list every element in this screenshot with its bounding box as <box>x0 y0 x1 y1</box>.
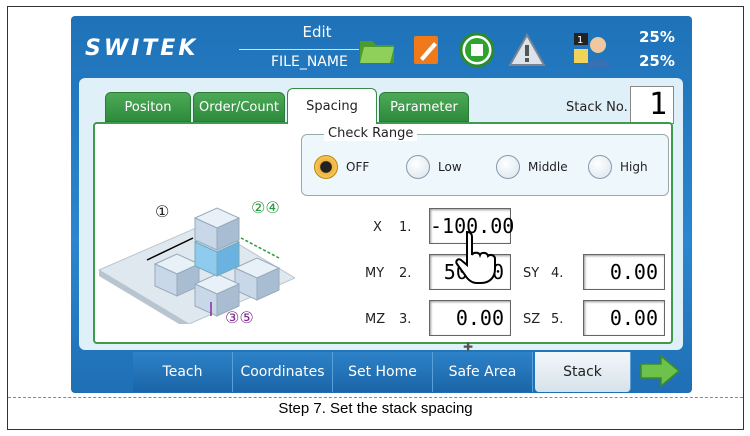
stack-no-label: Stack No. <box>566 100 628 115</box>
move-cursor-icon: ✚ <box>463 340 474 354</box>
mode-title: Edit <box>302 23 332 41</box>
file-name: FILE_NAME <box>271 54 348 70</box>
hand-pointer-icon <box>455 230 496 284</box>
document-frame: SWITEK Edit FILE_NAME 1 25% 25% Positon … <box>7 6 744 430</box>
next-button[interactable] <box>639 354 681 392</box>
bottom-tab-stack[interactable]: Stack <box>535 352 631 392</box>
radio-off-dot <box>314 155 338 179</box>
percent-top: 25% <box>639 28 675 46</box>
edit-button[interactable] <box>407 30 447 70</box>
my-num-label: 2. <box>399 266 412 281</box>
tab-spacing[interactable]: Spacing <box>287 88 377 124</box>
stack-no-field[interactable]: 1 <box>630 86 674 124</box>
tab-parameter[interactable]: Parameter <box>379 92 469 122</box>
stack-spacing-diagram <box>97 207 295 324</box>
mz-spacing-field[interactable]: 0.00 <box>429 300 511 336</box>
svg-text:1: 1 <box>577 35 583 46</box>
my-axis-label: MY <box>365 266 385 281</box>
hmi-screen: SWITEK Edit FILE_NAME 1 25% 25% Positon … <box>71 16 692 393</box>
sy-axis-label: SY <box>523 266 540 281</box>
spacing-content: Check Range OFF Low Middle <box>93 122 673 354</box>
radio-low-dot <box>406 155 430 179</box>
warning-icon <box>508 32 546 66</box>
mz-axis-label: MZ <box>365 312 386 327</box>
radio-high[interactable]: High <box>588 155 648 179</box>
sy-num-label: 4. <box>551 266 564 281</box>
stop-button[interactable] <box>457 30 497 70</box>
percent-bottom: 25% <box>639 52 675 70</box>
brand-logo: SWITEK <box>85 36 199 61</box>
stop-icon <box>459 32 495 68</box>
bottom-tab-coordinates[interactable]: Coordinates <box>233 352 333 392</box>
user-button[interactable]: 1 <box>571 30 611 70</box>
title-divider <box>239 49 359 50</box>
label-spacing-2-4: ②④ <box>251 198 280 217</box>
radio-high-label: High <box>620 160 648 174</box>
x-num-label: 1. <box>399 220 412 235</box>
tab-order-count[interactable]: Order/Count <box>193 92 285 122</box>
cube-group <box>153 207 281 317</box>
check-range-title: Check Range <box>324 126 418 141</box>
radio-low[interactable]: Low <box>406 155 462 179</box>
step-caption: Step 7. Set the stack spacing <box>278 400 473 417</box>
radio-middle-label: Middle <box>528 160 568 174</box>
main-panel: Positon Order/Count Spacing Parameter St… <box>79 78 683 354</box>
sy-spacing-field[interactable]: 0.00 <box>583 254 665 290</box>
label-spacing-1: ① <box>155 202 170 221</box>
warning-button[interactable] <box>507 30 547 70</box>
radio-off[interactable]: OFF <box>314 155 369 179</box>
tab-positon[interactable]: Positon <box>105 92 191 122</box>
sz-axis-label: SZ <box>523 312 541 327</box>
x-axis-label: X <box>373 220 382 235</box>
radio-off-label: OFF <box>346 160 370 174</box>
caption-divider <box>8 397 743 398</box>
label-spacing-3-5: ③⑤ <box>225 308 254 327</box>
folder-button[interactable] <box>357 30 397 70</box>
folder-icon <box>360 41 394 63</box>
sz-spacing-field[interactable]: 0.00 <box>583 300 665 336</box>
check-range-group: Check Range OFF Low Middle <box>301 126 669 196</box>
bottom-tab-teach[interactable]: Teach <box>133 352 233 392</box>
bottom-tab-safe-area[interactable]: Safe Area <box>433 352 533 392</box>
user-icon: 1 <box>574 33 610 67</box>
mz-num-label: 3. <box>399 312 412 327</box>
radio-high-dot <box>588 155 612 179</box>
radio-low-label: Low <box>438 160 462 174</box>
bottom-tab-set-home[interactable]: Set Home <box>333 352 433 392</box>
edit-icon <box>414 36 438 64</box>
radio-middle[interactable]: Middle <box>496 155 568 179</box>
radio-middle-dot <box>496 155 520 179</box>
arrow-right-icon <box>640 354 681 388</box>
sz-num-label: 5. <box>551 312 564 327</box>
